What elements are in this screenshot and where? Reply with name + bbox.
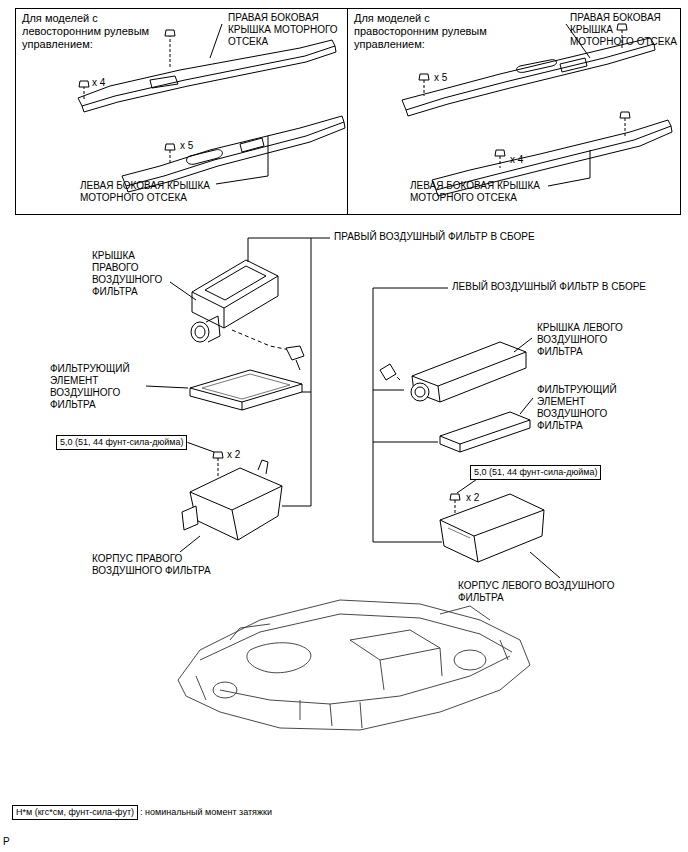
legend-torque-box: Н*м (кгс*см, фунт-сила-фут)	[12, 805, 138, 820]
torque-box: 5,0 (51, 44 фунт-сила-дюйма)	[470, 465, 601, 480]
torque-value: 5,0 (51, 44 фунт-сила-дюйма)	[474, 467, 597, 478]
part-name: ФИЛЬТРУЮЩИЙ ЭЛЕМЕНТ ВОЗДУШНОГО ФИЛЬТРА	[537, 384, 647, 432]
part-name: КРЫШКА ПРАВОГО ВОЗДУШНОГО ФИЛЬТРА	[92, 250, 172, 298]
part-name: ПРАВЫЙ ВОЗДУШНЫЙ ФИЛЬТР В СБОРЕ	[334, 231, 535, 243]
panel-heading: Для моделей с левосторонним рулевым упра…	[16, 9, 178, 55]
part-name: ПРАВАЯ БОКОВАЯ КРЫШКА МОТОРНОГО ОТСЕКА	[570, 12, 678, 48]
page-mark: P	[3, 836, 10, 848]
legend-text: : номинальный момент затяжки	[140, 807, 272, 818]
air-filter-drawing	[146, 238, 330, 552]
engine-cover-drawing	[78, 24, 345, 192]
part-name: КРЫШКА ЛЕВОГО ВОЗДУШНОГО ФИЛЬТРА	[537, 322, 647, 358]
torque-value: Н*м (кгс*см, фунт-сила-фут)	[16, 807, 134, 818]
air-filter-drawing	[373, 288, 560, 578]
engine-bay-drawing	[178, 600, 530, 730]
part-name: ЛЕВАЯ БОКОВАЯ КРЫШКА МОТОРНОГО ОТСЕКА	[80, 180, 230, 204]
panel-heading: Для моделей с правосторонним рулевым упр…	[348, 9, 520, 55]
part-name: ЛЕВЫЙ ВОЗДУШНЫЙ ФИЛЬТР В СБОРЕ	[452, 281, 646, 293]
quantity: x 4	[510, 154, 523, 166]
quantity: x 4	[92, 77, 105, 89]
quantity: x 5	[180, 140, 193, 152]
torque-box: 5,0 (51, 44 фунт-сила-дюйма)	[56, 435, 187, 450]
leader-line	[457, 480, 476, 493]
part-name: КОРПУС ЛЕВОГО ВОЗДУШНОГО ФИЛЬТРА	[458, 580, 618, 604]
part-name: КОРПУС ПРАВОГО ВОЗДУШНОГО ФИЛЬТРА	[92, 553, 242, 577]
part-name: ЛЕВАЯ БОКОВАЯ КРЫШКА МОТОРНОГО ОТСЕКА	[410, 180, 560, 204]
torque-value: 5,0 (51, 44 фунт-сила-дюйма)	[60, 437, 183, 448]
part-name: ПРАВАЯ БОКОВАЯ КРЫШКА МОТОРНОГО ОТСЕКА	[228, 12, 340, 48]
quantity: x 2	[466, 492, 479, 504]
leader-line	[187, 442, 214, 452]
quantity: x 2	[227, 449, 240, 461]
engine-cover-drawing	[402, 24, 672, 196]
part-name: ФИЛЬТРУЮЩИЙ ЭЛЕМЕНТ ВОЗДУШНОГО ФИЛЬТРА	[50, 363, 146, 411]
quantity: x 5	[434, 72, 447, 84]
